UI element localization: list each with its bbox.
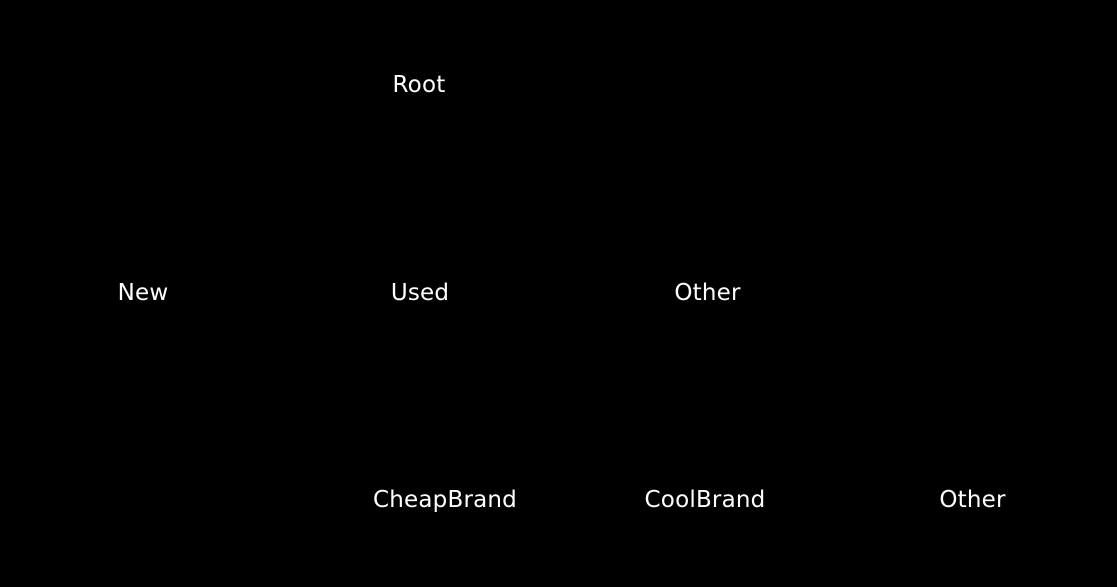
chart-level-root: Root [0, 42, 1117, 128]
chart-node[interactable] [0, 543, 478, 587]
chart-node-root[interactable]: Root [318, 42, 520, 128]
chart-node-label: Used [390, 279, 450, 306]
chart-node-label: Other [939, 487, 1006, 513]
chart-node[interactable] [810, 250, 1117, 336]
chart-node[interactable] [768, 543, 868, 587]
chart-node-coolbrand[interactable]: CoolBrand [602, 458, 808, 543]
chart-node-label: New [117, 279, 169, 306]
chart-node-label: Root [392, 71, 446, 98]
chart-node-label: CheapBrand [373, 487, 517, 513]
chart-node[interactable] [0, 250, 43, 336]
chart-level-brand: CheapBrand CoolBrand Other [0, 458, 1117, 543]
chart-node[interactable] [1075, 458, 1117, 543]
chart-node[interactable] [545, 458, 602, 543]
chart-node[interactable] [520, 250, 605, 336]
chart-node-label: CoolBrand [644, 487, 766, 513]
chart-node-cheapbrand[interactable]: CheapBrand [345, 458, 545, 543]
chart-node-label: Other [674, 279, 741, 306]
chart-node-new[interactable]: New [43, 250, 243, 336]
chart-node[interactable] [1005, 543, 1117, 587]
chart-node[interactable] [520, 42, 1117, 128]
chart-node[interactable] [808, 458, 870, 543]
chart-node[interactable] [868, 543, 1005, 587]
chart-node-used[interactable]: Used [320, 250, 520, 336]
chart-node[interactable] [0, 458, 345, 543]
chart-node-other-brand[interactable]: Other [870, 458, 1075, 543]
chart-node[interactable] [478, 543, 768, 587]
chart-level-condition: New Used Other [0, 250, 1117, 336]
chart-level-leaf [0, 543, 1117, 587]
chart-node[interactable] [243, 250, 320, 336]
chart-node[interactable] [0, 42, 318, 128]
chart-node-other-condition[interactable]: Other [605, 250, 810, 336]
